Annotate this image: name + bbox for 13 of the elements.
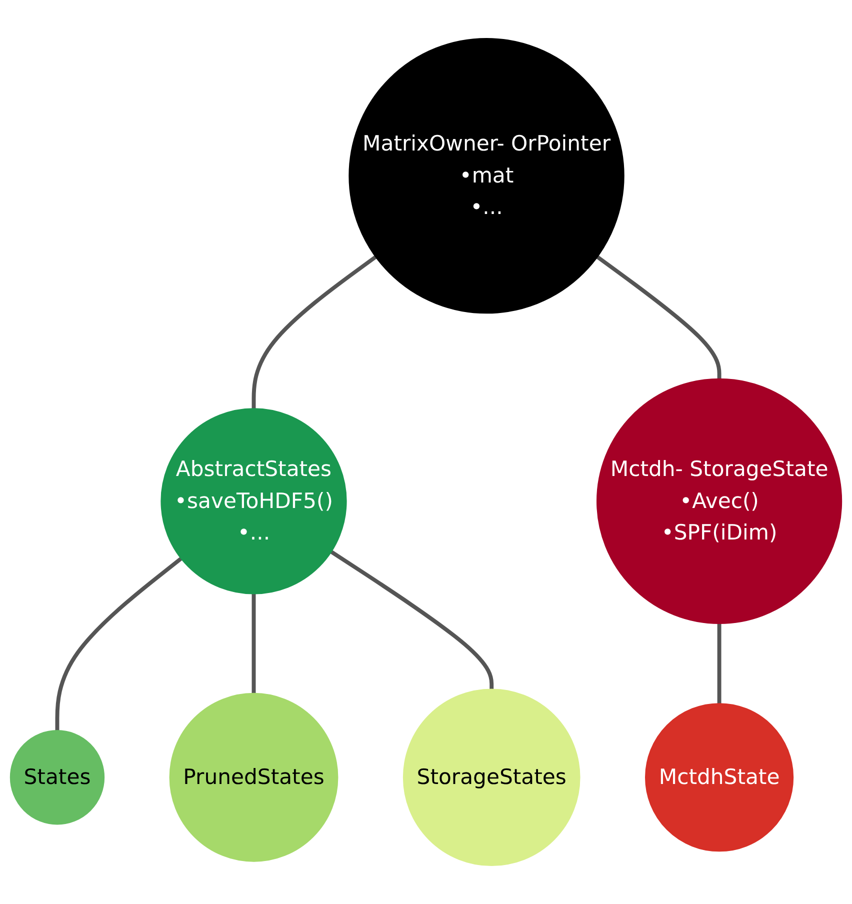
connector [596, 255, 722, 380]
node-circle: MctdhState [644, 703, 794, 852]
connector [330, 550, 494, 690]
node-circle: AbstractStates •saveToHDF5() •... [160, 408, 347, 594]
connector [252, 594, 256, 694]
node-circle: MatrixOwner- OrPointer •mat •... [348, 38, 624, 314]
node-circle: PrunedStates [169, 692, 338, 862]
connector [252, 255, 377, 409]
node-circle: StorageStates [402, 688, 580, 866]
node-circle: Mctdh- StorageState •Avec() •SPF(iDim) [596, 378, 842, 624]
connector [717, 623, 722, 704]
node-circle: States [10, 730, 105, 825]
connector [55, 556, 182, 731]
